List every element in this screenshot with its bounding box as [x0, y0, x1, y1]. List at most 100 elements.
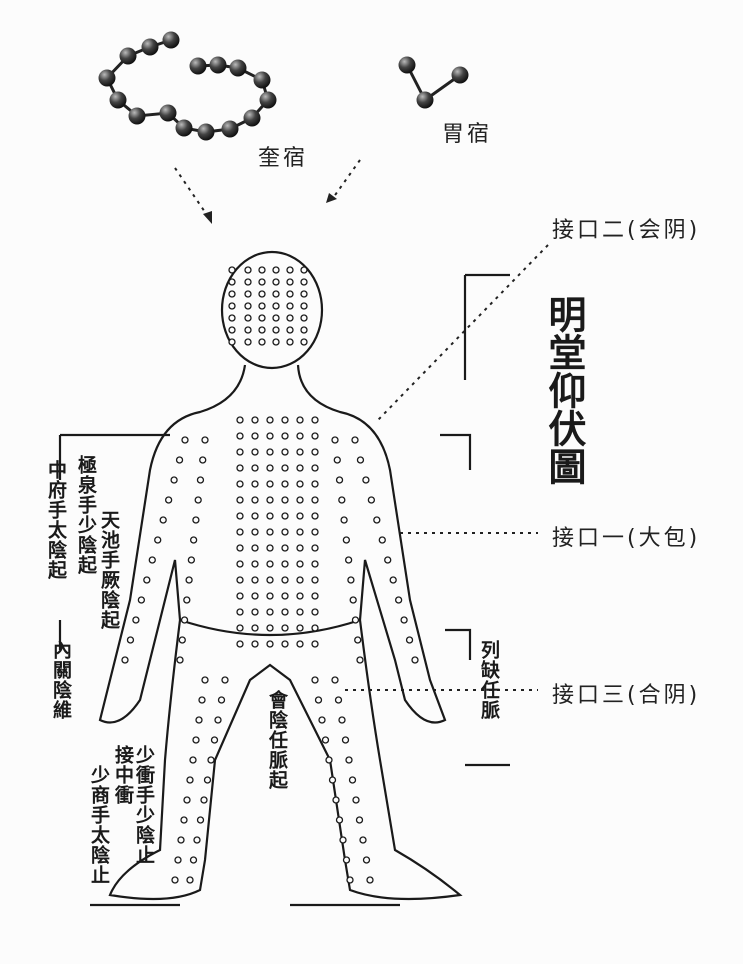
acupoint [228, 326, 236, 334]
acupoint [164, 496, 173, 504]
star-bead [175, 119, 193, 137]
acupoint [346, 876, 354, 884]
star-bead [119, 47, 137, 65]
acupoint [266, 480, 274, 488]
acupoint [286, 338, 294, 346]
acupoint [296, 640, 304, 648]
acupoint [244, 290, 252, 298]
acupoint [314, 696, 323, 704]
acupoint [286, 302, 294, 310]
acupoint [183, 596, 191, 604]
acupoint [251, 528, 259, 536]
acupoint [236, 624, 244, 632]
star-bead [209, 56, 227, 74]
acupoint [300, 290, 308, 298]
acupoint [355, 816, 364, 824]
acupoint [281, 608, 289, 616]
star-bead [253, 71, 271, 89]
acupoint [296, 608, 304, 616]
star-bead [398, 56, 416, 74]
acupoint [236, 576, 244, 584]
acupoint [244, 302, 252, 310]
arrow-wei [332, 159, 361, 199]
acupoint [132, 616, 140, 624]
acupoint [186, 776, 194, 784]
acupoint [228, 302, 236, 310]
acupoint [186, 876, 194, 884]
acupoint [356, 456, 365, 464]
interface-1-label: 接口一(大包) [552, 526, 701, 551]
acupoint [236, 640, 244, 648]
acupoint [236, 608, 244, 616]
acupoint [281, 480, 289, 488]
label-shaoshang: 少商手太陰止 [88, 765, 110, 885]
label-shaochong: 少衝手少陰止 [133, 745, 155, 865]
acupoint [296, 416, 304, 424]
acupoint [272, 314, 280, 322]
acupoint [198, 696, 206, 704]
acupoint [266, 608, 274, 616]
acupoint [341, 736, 350, 744]
acupoint [281, 640, 289, 648]
label-lieque: 列缺任脈 [478, 640, 500, 720]
acupoint [137, 596, 146, 604]
acupoint [244, 266, 252, 274]
star-bead [416, 91, 434, 109]
acupoint [311, 480, 319, 488]
acupoint [300, 338, 308, 346]
acupoint [311, 560, 319, 568]
acupoint [266, 544, 274, 552]
acupoint [196, 476, 205, 484]
chart-title: 明堂仰伏圖 [542, 295, 587, 485]
acupoint [185, 576, 193, 584]
interface-3-label: 接口三(合阴) [552, 683, 701, 708]
acupoint [266, 528, 274, 536]
acupoint [348, 776, 357, 784]
acupoint [217, 696, 226, 704]
acupoint [311, 496, 319, 504]
star-bead [451, 66, 469, 84]
acupoint [266, 624, 274, 632]
acupoint [281, 512, 289, 520]
acupoint [338, 496, 346, 504]
acupoint [170, 476, 178, 484]
acupoint [236, 544, 244, 552]
acupoint [236, 512, 244, 520]
acupoint [236, 496, 244, 504]
arrow-kui [174, 167, 208, 216]
acupoint [201, 436, 209, 444]
acupoint [281, 432, 289, 440]
acupoint [251, 592, 259, 600]
acupoint [192, 516, 200, 524]
acupoint [196, 816, 205, 824]
acupoint [159, 516, 167, 524]
acupoint [296, 448, 304, 456]
acupoint [251, 416, 259, 424]
acupoint [362, 476, 370, 484]
acupoint [318, 716, 326, 724]
acupoint [266, 560, 274, 568]
acupoint [272, 302, 280, 310]
acupoint [266, 592, 274, 600]
acupoint [236, 448, 244, 456]
acupoint [311, 624, 319, 632]
human-figure [58, 250, 510, 907]
acupoint [281, 448, 289, 456]
acupoint [189, 856, 198, 864]
acupoint [281, 528, 289, 536]
acupoint [321, 736, 330, 744]
acupoint [286, 290, 294, 298]
leader-interface-2 [377, 244, 549, 421]
acupoint [373, 516, 381, 524]
star-bead [159, 104, 177, 122]
body-outline [98, 364, 463, 901]
acupoint [296, 624, 304, 632]
acupoint [281, 496, 289, 504]
acupoint [311, 592, 319, 600]
acupoint [345, 756, 353, 764]
star-bead [259, 91, 277, 109]
label-brackets [58, 433, 510, 907]
acupoint [236, 528, 244, 536]
acupoint [251, 544, 259, 552]
acupoint [266, 464, 274, 472]
